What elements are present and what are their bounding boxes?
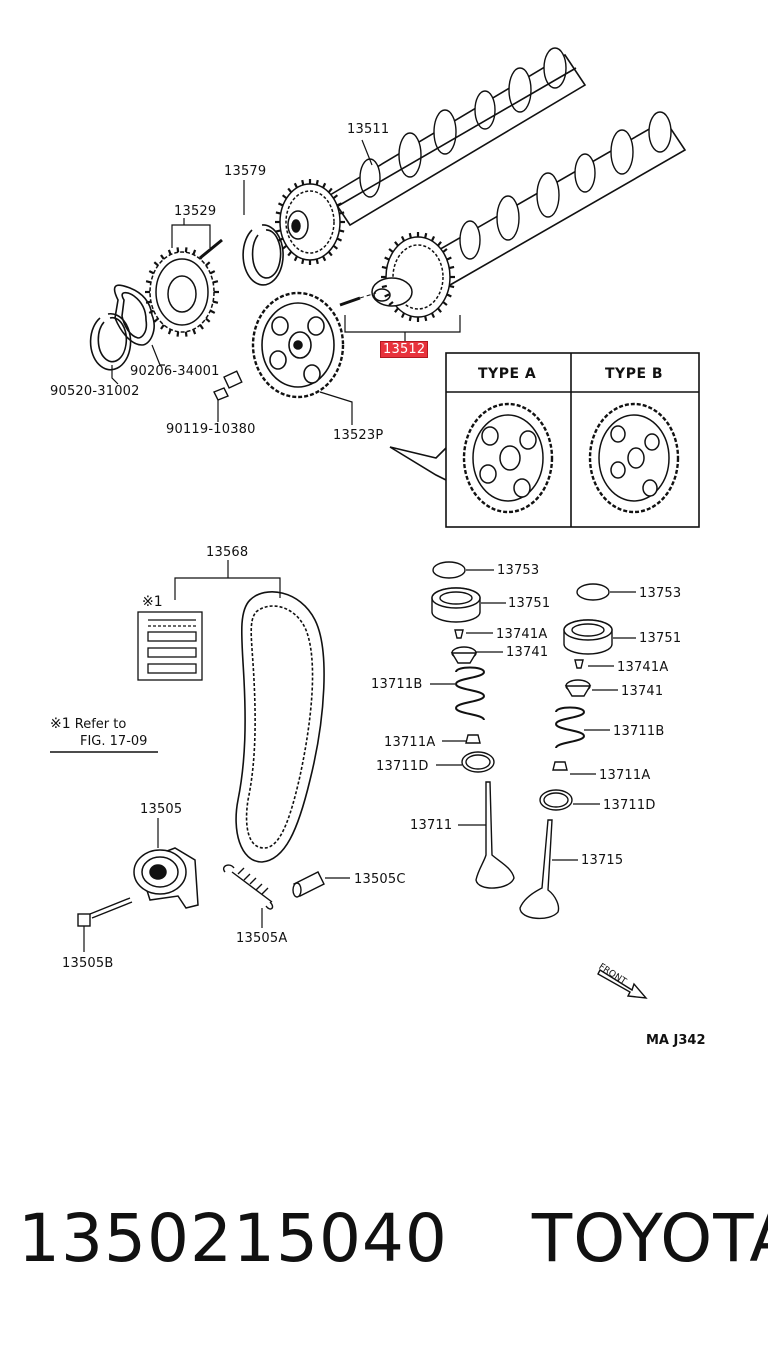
- part-label-13711d-right: 13711D: [603, 798, 656, 813]
- part-label-13715: 13715: [581, 853, 624, 868]
- part-label-13711b-left: 13711B: [371, 677, 423, 692]
- part-label-13505: 13505: [140, 802, 183, 817]
- cam-gear-upper: [279, 183, 341, 261]
- camshaft-13511: [328, 47, 587, 227]
- bolt-90119: [213, 370, 243, 401]
- footer-brand: TOYOTA: [531, 1200, 768, 1277]
- part-label-13741-right: 13741: [621, 684, 664, 699]
- bolt-13505b: [77, 897, 133, 927]
- part-label-13741-left: 13741: [506, 645, 549, 660]
- type-b-heading: TYPE B: [605, 366, 664, 382]
- part-label-13711: 13711: [410, 818, 453, 833]
- part-label-90119-10380: 90119-10380: [166, 422, 256, 437]
- part-label-13753-right: 13753: [639, 586, 682, 601]
- note-fig-link[interactable]: FIG. 17-09: [80, 734, 148, 749]
- part-label-13579: 13579: [224, 164, 267, 179]
- part-label-90206-34001: 90206-34001: [130, 364, 220, 379]
- pulley-type-b: [588, 402, 680, 514]
- footer-part-number: 1350215040: [18, 1200, 448, 1277]
- label-card: [137, 611, 203, 681]
- timing-pulley-13523p: [251, 291, 345, 399]
- part-label-13512-highlighted[interactable]: 13512: [379, 341, 429, 358]
- sub-gear-13529: [149, 251, 215, 333]
- part-label-13505b: 13505B: [62, 956, 114, 971]
- note-mark: ※1: [50, 716, 71, 732]
- part-label-13568: 13568: [206, 545, 249, 560]
- note-mark-label-card: ※1: [142, 594, 163, 610]
- part-label-13741a-left: 13741A: [496, 627, 548, 642]
- part-label-90520-31002: 90520-31002: [50, 384, 140, 399]
- dowel-pin: [339, 296, 361, 307]
- part-label-13751-left: 13751: [508, 596, 551, 611]
- collar-13505c: [292, 871, 325, 898]
- timing-belt-13568: [235, 591, 325, 863]
- type-box: [389, 352, 700, 528]
- note-refer: ※1 Refer to: [50, 716, 126, 733]
- part-label-13711d-left: 13711D: [376, 759, 429, 774]
- part-label-13711b-right: 13711B: [613, 724, 665, 739]
- part-label-13741a-right: 13741A: [617, 660, 669, 675]
- part-label-13711a-right: 13711A: [599, 768, 651, 783]
- snap-ring-13579: [242, 224, 284, 286]
- part-label-13523p: 13523P: [333, 428, 384, 443]
- part-label-13505a: 13505A: [236, 931, 288, 946]
- part-label-13711a-left: 13711A: [384, 735, 436, 750]
- valve-set-left: [431, 561, 515, 889]
- note-refer-text: Refer to: [74, 717, 127, 732]
- diagram-code: MA J342: [646, 1033, 706, 1048]
- wave-washer-90206: [113, 284, 155, 346]
- part-label-13505c: 13505C: [354, 872, 406, 887]
- valve-set-right: [519, 583, 613, 919]
- part-label-13751-right: 13751: [639, 631, 682, 646]
- spring-13505a: [223, 864, 274, 910]
- gear-teeth: [381, 232, 455, 322]
- camshaft-13512: [428, 111, 687, 287]
- front-arrow-icon: [597, 968, 648, 999]
- gear-teeth: [145, 247, 219, 337]
- gear-teeth: [275, 179, 345, 265]
- pulley-type-a: [462, 402, 554, 514]
- cam-gear-lower: [371, 236, 451, 318]
- type-a-heading: TYPE A: [478, 366, 537, 382]
- tensioner-13505: [133, 847, 199, 909]
- part-label-13529: 13529: [174, 204, 217, 219]
- footer-caption: 1350215040 TOYOTA: [18, 1200, 768, 1277]
- snap-ring-90520: [89, 312, 132, 371]
- part-label-13511: 13511: [347, 122, 390, 137]
- leader-lines: [183, 139, 636, 861]
- part-label-13753-left: 13753: [497, 563, 540, 578]
